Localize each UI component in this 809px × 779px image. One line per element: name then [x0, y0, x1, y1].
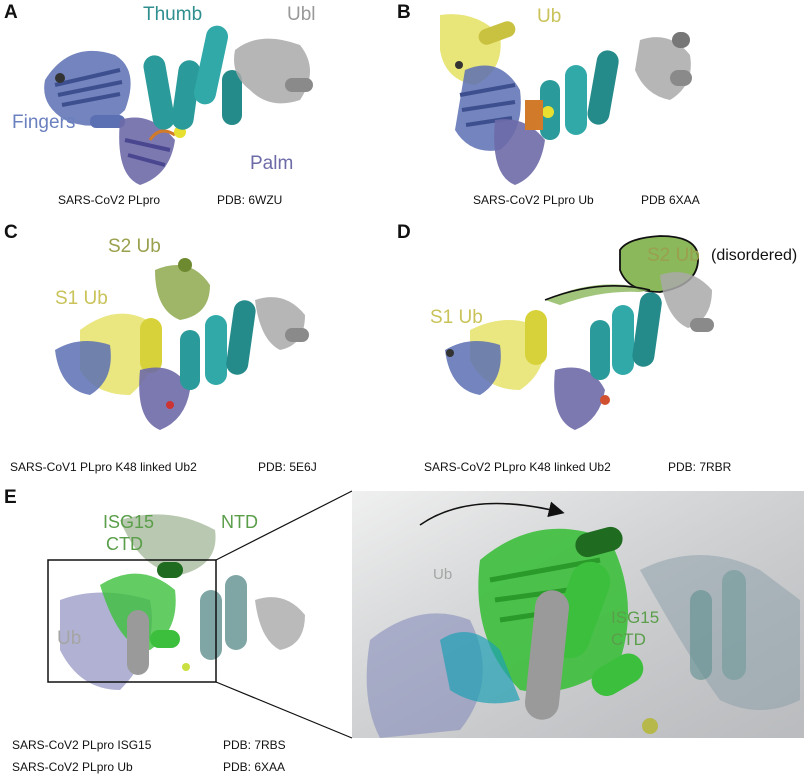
- label-e-ntd: NTD: [221, 512, 258, 532]
- label-c-s2ub: S2 Ub: [108, 236, 161, 257]
- panel-letter-d: D: [397, 222, 411, 243]
- caption-c-right: PDB: 5E6J: [258, 460, 317, 474]
- caption-a-right: PDB: 6WZU: [217, 193, 283, 207]
- panel-e-zoom: [352, 491, 804, 738]
- label-e-isg15: ISG15: [103, 512, 155, 532]
- panel-c-structure: [55, 258, 309, 430]
- caption-e-left-2: SARS-CoV2 PLpro Ub: [12, 760, 133, 774]
- panel-letter-a: A: [4, 2, 18, 23]
- caption-b-right: PDB 6XAA: [641, 193, 700, 207]
- label-b-ub: Ub: [537, 6, 562, 27]
- panel-a-structure: [44, 25, 313, 185]
- panel-letter-b: B: [397, 2, 411, 23]
- label-fingers: Fingers: [12, 112, 76, 133]
- caption-e-left-1: SARS-CoV2 PLpro ISG15: [12, 738, 152, 752]
- zoom-box: [47, 559, 217, 683]
- label-e-ub: Ub: [57, 628, 82, 649]
- caption-d-left: SARS-CoV2 PLpro K48 linked Ub2: [424, 460, 611, 474]
- panel-d-structure: [445, 235, 714, 430]
- caption-a-left: SARS-CoV2 PLpro: [58, 193, 161, 207]
- panel-letter-c: C: [4, 222, 18, 243]
- panel-e-structure: [47, 490, 353, 739]
- caption-b-left: SARS-CoV2 PLpro Ub: [473, 193, 594, 207]
- label-palm: Palm: [250, 153, 294, 174]
- label-d-s2ub: S2 Ub: [647, 245, 700, 266]
- label-e-ctd: CTD: [106, 534, 143, 554]
- label-zoom-isg15: ISG15: [611, 608, 660, 627]
- label-c-s1ub: S1 Ub: [55, 288, 108, 309]
- panel-b-structure: [440, 14, 692, 185]
- label-zoom-ub: Ub: [433, 566, 453, 583]
- label-zoom-ctd: CTD: [611, 630, 646, 649]
- label-ubl: Ubl: [287, 4, 316, 25]
- caption-e-right-2: PDB: 6XAA: [223, 760, 286, 774]
- caption-c-left: SARS-CoV1 PLpro K48 linked Ub2: [10, 460, 197, 474]
- caption-d-right: PDB: 7RBR: [668, 460, 732, 474]
- panel-letter-e: E: [4, 487, 17, 508]
- label-d-s1ub: S1 Ub: [430, 307, 483, 328]
- label-d-disordered: (disordered): [711, 247, 798, 264]
- caption-e-right-1: PDB: 7RBS: [223, 738, 286, 752]
- label-thumb: Thumb: [143, 4, 203, 25]
